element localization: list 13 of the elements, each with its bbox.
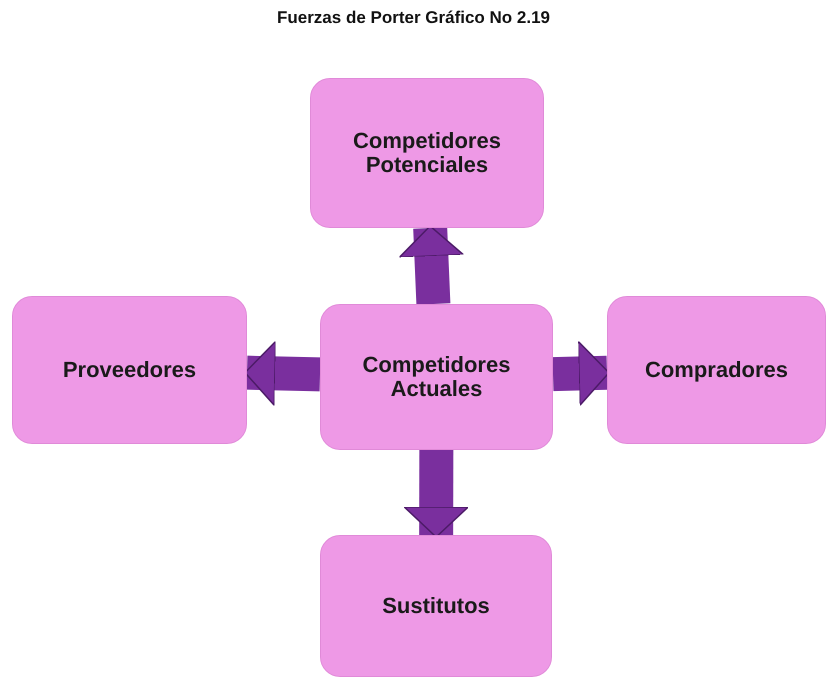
rounded-box (607, 296, 826, 444)
block-arrow (403, 450, 469, 538)
node-label: Competidores Potenciales (352, 129, 502, 177)
block-arrow (398, 225, 464, 305)
node-label: Proveedores (62, 358, 196, 382)
node-label: Competidores Actuales (362, 353, 512, 401)
rounded-box (310, 78, 544, 228)
node-label: Sustitutos (382, 594, 490, 618)
node-label: Compradores (644, 358, 788, 382)
rounded-box (320, 535, 552, 677)
rounded-box (12, 296, 247, 444)
title: Fuerzas de Porter Gráfico No 2.19 (276, 8, 552, 27)
rounded-box (320, 304, 553, 450)
